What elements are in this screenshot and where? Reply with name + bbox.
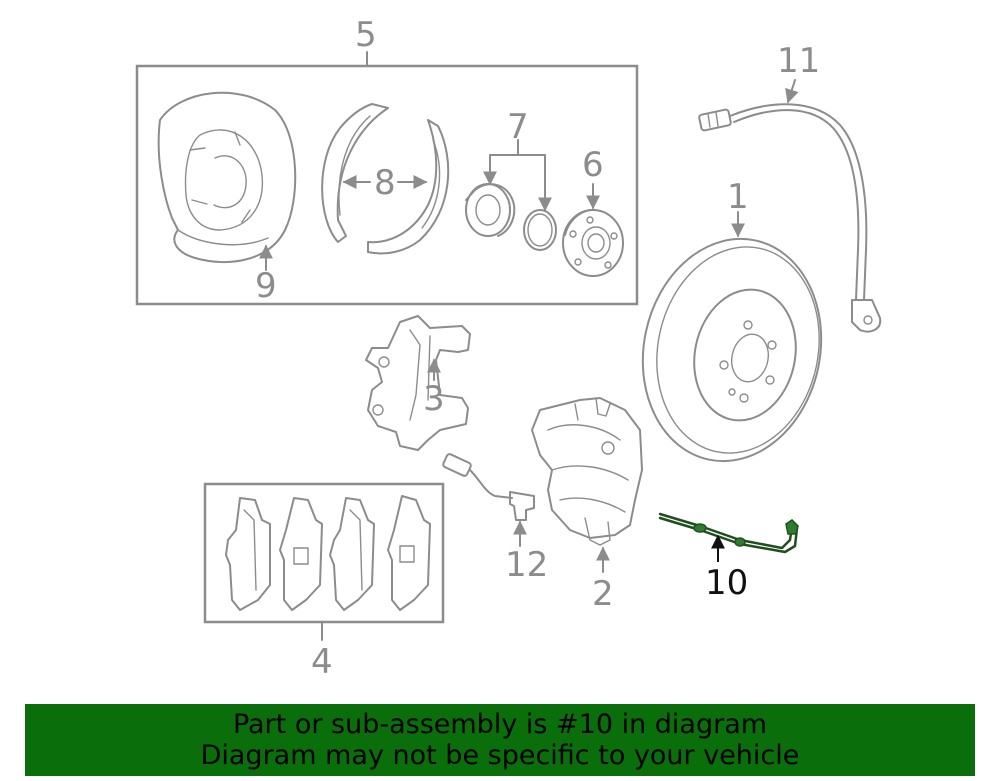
part-12-wear-sensor [442,453,535,521]
banner-line-2: Diagram may not be specific to your vehi… [200,740,800,771]
part-7-wheel-bearing [465,183,516,237]
callout-6: 6 [582,145,604,185]
part-3-caliper-bracket [365,315,471,451]
part-1-brake-rotor [641,237,823,463]
part-9-dust-shield [157,91,297,264]
part-10-brake-sensor-highlighted [658,512,799,554]
part-8-brake-shoes [321,103,450,255]
callout-5: 5 [355,15,377,55]
callout-7: 7 [507,107,529,147]
callout-1: 1 [727,177,749,217]
callout-3: 3 [423,379,445,419]
callout-2: 2 [592,574,614,614]
part-4-brake-pads [225,495,431,611]
group-box-4 [203,482,445,624]
callout-8: 8 [374,163,396,203]
callout-11-leader [785,79,799,104]
callout-9: 9 [255,266,277,306]
banner-line-1: Part or sub-assembly is #10 in diagram [232,709,768,740]
callout-12: 12 [505,545,548,585]
group-box-5 [135,64,639,306]
callout-10: 10 [705,563,748,603]
callout-7-leader [489,139,546,209]
part-7-snap-ring [523,209,557,251]
info-banner: Part or sub-assembly is #10 in diagram D… [25,704,975,776]
part-6-wheel-hub [562,209,624,277]
part-2-brake-caliper [531,397,643,546]
callout-11: 11 [777,41,820,81]
callout-4: 4 [311,642,333,682]
part-11-speed-sensor [698,103,882,333]
